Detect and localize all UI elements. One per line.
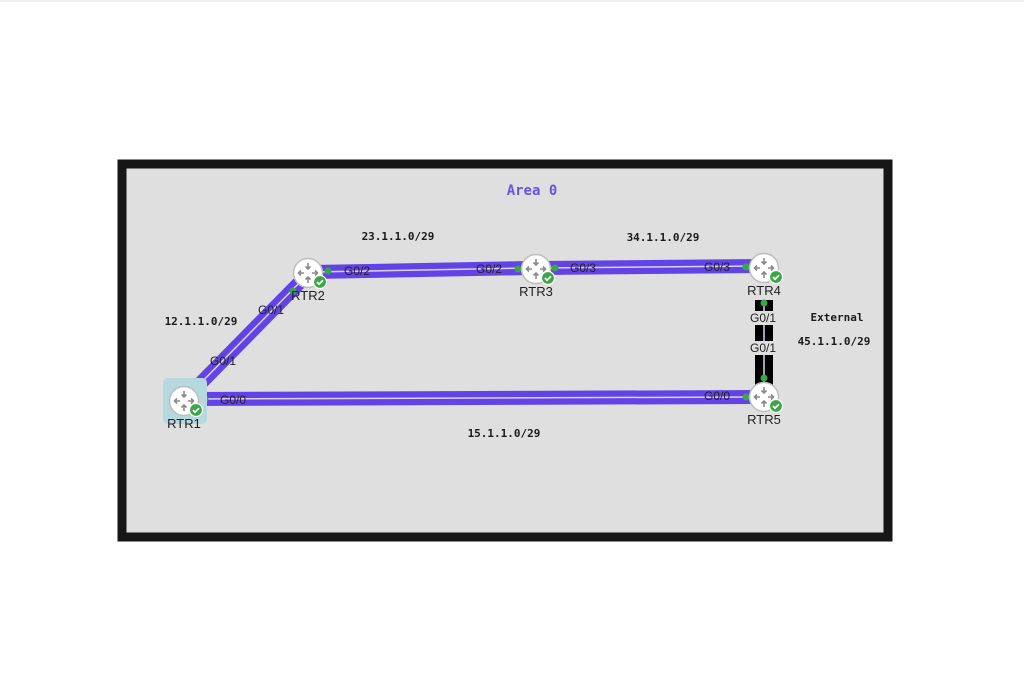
interface-up-dot (742, 263, 750, 271)
router-name: RTR5 (747, 412, 781, 427)
status-check-icon (768, 269, 784, 285)
interface-up-dot (324, 267, 332, 275)
router-name: RTR4 (747, 283, 781, 298)
link-centerline (189, 275, 307, 395)
interface-label: G0/1 (750, 341, 776, 355)
area-0-frame (117, 159, 893, 542)
link-type-label: External (811, 311, 864, 324)
subnet-label: 15.1.1.0/29 (468, 427, 541, 440)
interface-label: G0/0 (220, 393, 246, 407)
status-check-icon (768, 398, 784, 414)
area-label: Area 0 (507, 183, 558, 199)
router-name: RTR1 (167, 416, 201, 431)
interface-label: G0/2 (344, 264, 370, 278)
link-centerline (311, 267, 533, 273)
router-rtr2[interactable]: RTR2 (291, 257, 328, 304)
link-centerline (189, 396, 761, 400)
interface-label: G0/1 (750, 311, 776, 325)
router-name-bg (747, 284, 781, 298)
status-check-icon (540, 270, 556, 286)
interface-up-dot (760, 299, 768, 307)
status-check-icon (188, 402, 204, 418)
router-name: RTR3 (519, 284, 553, 299)
interface-up-dot (289, 287, 297, 295)
subnet-label: 12.1.1.0/29 (165, 315, 238, 328)
interface-label: G0/2 (476, 262, 502, 276)
status-check-icon (312, 274, 328, 290)
interface-up-dot (760, 374, 768, 382)
interface-up-dot (514, 265, 522, 273)
subnet-label: 23.1.1.0/29 (362, 230, 435, 243)
interface-up-dot (742, 393, 750, 401)
subnet-label: 34.1.1.0/29 (627, 231, 700, 244)
link-centerline (539, 265, 761, 269)
interface-label: G0/0 (704, 389, 730, 403)
top-border (0, 0, 1024, 2)
router-rtr5[interactable]: RTR5 (747, 381, 784, 428)
interface-label: G0/1 (210, 354, 236, 368)
router-rtr4[interactable]: RTR4 (747, 252, 784, 299)
interface-label: G0/1 (258, 303, 284, 317)
interface-up-dot (551, 264, 559, 272)
interface-label-bg (749, 341, 777, 355)
router-name: RTR2 (291, 288, 325, 303)
router-rtr3[interactable]: RTR3 (519, 253, 556, 300)
subnet-label: 45.1.1.0/29 (798, 335, 871, 348)
interface-label: G0/3 (570, 261, 596, 275)
interface-label-bg (749, 311, 777, 325)
router-rtr1[interactable]: RTR1 (163, 378, 207, 431)
interface-label: G0/3 (704, 260, 730, 274)
